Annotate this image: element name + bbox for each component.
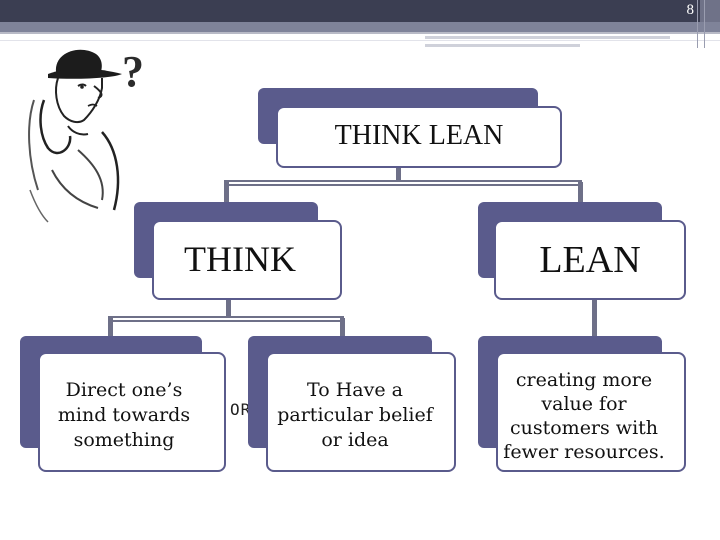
def1-line: Direct one’s [24, 378, 224, 403]
def2-text: To Have a particular belief or idea [256, 378, 454, 453]
def2-line: particular belief [256, 403, 454, 428]
header-rule [0, 32, 720, 34]
lean-label: LEAN [496, 238, 684, 282]
header-accent-line [425, 36, 670, 39]
def2-line: To Have a [256, 378, 454, 403]
def3-line: fewer resources. [484, 440, 684, 464]
connector-line [592, 298, 597, 340]
def1-line: mind towards [24, 403, 224, 428]
def3-text: creating more value for customers with f… [484, 368, 684, 464]
def3-line: creating more [484, 368, 684, 392]
connector-line [226, 298, 231, 318]
think-box: THINK [152, 220, 342, 300]
def3-box: creating more value for customers with f… [496, 352, 686, 472]
header-band [0, 0, 700, 22]
def1-text: Direct one’s mind towards something [24, 378, 224, 453]
connector-line [226, 182, 580, 184]
header-divider [697, 0, 698, 48]
root-box: THINK LEAN [276, 106, 562, 168]
question-mark: ? [122, 46, 144, 97]
def3-line: customers with [484, 416, 684, 440]
header-subband [0, 22, 720, 32]
root-label: THINK LEAN [278, 120, 560, 152]
def1-box: Direct one’s mind towards something [38, 352, 226, 472]
header-band-cap [700, 0, 720, 22]
lean-box: LEAN [494, 220, 686, 300]
connector-line [110, 318, 342, 320]
def3-line: value for [484, 392, 684, 416]
def1-line: something [24, 428, 224, 453]
header-accent-line [425, 44, 580, 47]
def2-box: To Have a particular belief or idea [266, 352, 456, 472]
think-label: THINK [140, 238, 340, 280]
def2-line: or idea [256, 428, 454, 453]
header-divider [704, 0, 705, 48]
page-number: 8 [687, 2, 695, 19]
